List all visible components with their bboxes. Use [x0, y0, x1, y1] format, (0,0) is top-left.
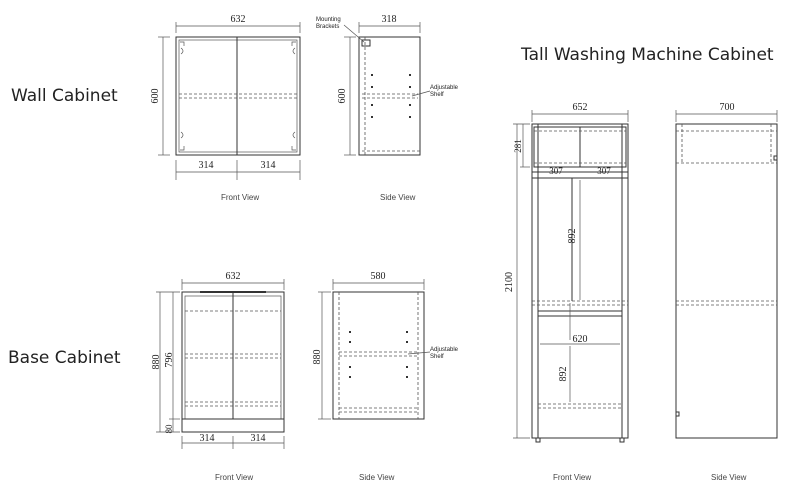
tall-side-view-label: Side View [711, 473, 747, 482]
tall-half-left-dim: 307 [549, 166, 563, 176]
base-front-view: 632 880 796 80 314 314 [151, 271, 285, 449]
tall-front-body [531, 123, 629, 439]
base-adjustable-note-line2: Shelf [430, 354, 444, 360]
tall-front-view: 652 2100 281 307 307 892 620 8 [504, 102, 629, 443]
mounting-note-line2: Brackets [316, 24, 339, 30]
tall-total-height-dim: 2100 [504, 272, 515, 292]
tall-door-lower-dim: 892 [558, 367, 569, 382]
base-cabinet-title: Base Cabinet [8, 348, 121, 368]
tall-side-body [675, 123, 778, 439]
tall-half-right-dim: 307 [597, 166, 611, 176]
base-half-right-dim: 314 [251, 433, 266, 444]
base-side-view-label: Side View [359, 473, 395, 482]
base-half-left-dim: 314 [200, 433, 215, 444]
wall-side-body [358, 36, 421, 156]
base-body-height-dim: 796 [164, 353, 175, 368]
tall-front-view-label: Front View [553, 473, 592, 482]
mounting-note-line1: Mounting [316, 17, 341, 23]
wall-side-height-dim: 600 [337, 89, 348, 104]
tall-inner-width-dim: 620 [573, 334, 588, 345]
wall-cabinet-title: Wall Cabinet [11, 86, 118, 106]
base-side-view: 580 880 Adjustable Shelf [312, 271, 459, 420]
tall-width-dim: 652 [573, 102, 588, 113]
wall-half-left-dim: 314 [199, 160, 214, 171]
tall-top-height-dim: 281 [513, 139, 523, 153]
wall-side-view: 318 600 Mounting Brackets Adjustable She… [316, 14, 459, 156]
wall-half-right-dim: 314 [261, 160, 276, 171]
base-adjustable-note-line1: Adjustable [430, 347, 459, 353]
tall-cabinet-title: Tall Washing Machine Cabinet [521, 45, 774, 65]
wall-front-view: 632 600 314 314 [150, 14, 301, 180]
wall-front-body [175, 36, 301, 156]
tall-door-upper-dim: 892 [567, 229, 578, 244]
base-kick-height-dim: 80 [164, 424, 174, 434]
base-total-height-dim: 880 [151, 355, 162, 370]
base-width-dim: 632 [226, 271, 241, 282]
mounting-bracket [361, 39, 371, 47]
base-side-height-dim: 880 [312, 350, 323, 365]
wall-adjustable-note-line1: Adjustable [430, 85, 459, 91]
base-front-view-label: Front View [215, 473, 254, 482]
wall-height-dim: 600 [150, 89, 161, 104]
base-depth-dim: 580 [371, 271, 386, 282]
wall-adjustable-note-line2: Shelf [430, 92, 444, 98]
tall-depth-dim: 700 [720, 102, 735, 113]
tall-side-view: 700 [675, 102, 778, 439]
base-side-body [332, 291, 425, 420]
wall-side-view-label: Side View [380, 193, 416, 202]
wall-depth-dim: 318 [382, 14, 397, 25]
wall-front-view-label: Front View [221, 193, 260, 202]
wall-width-dim: 632 [231, 14, 246, 25]
